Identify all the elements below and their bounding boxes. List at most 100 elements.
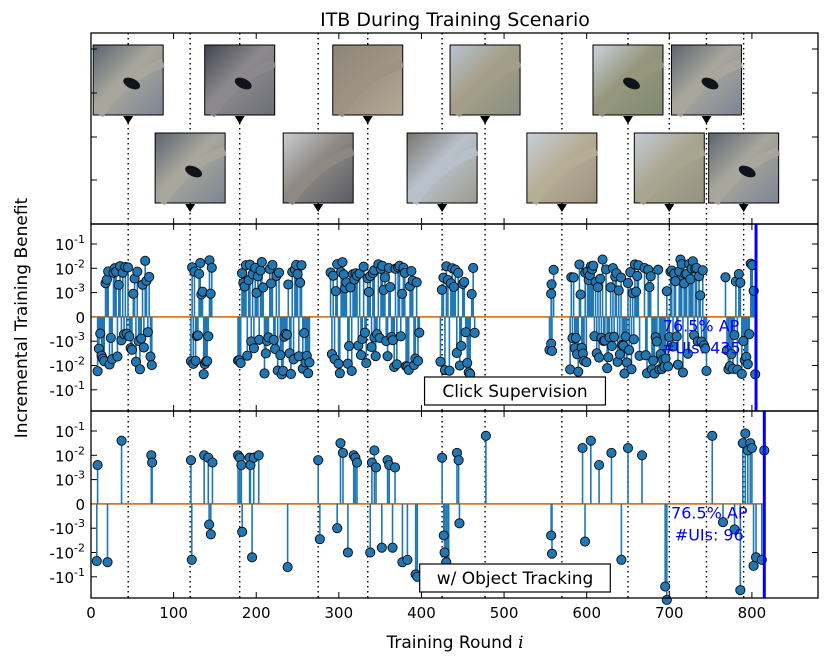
thumbnail-image: [526, 132, 599, 212]
data-point: [648, 355, 659, 366]
data-point: [546, 530, 557, 541]
data-point: [462, 357, 473, 368]
data-point: [242, 350, 253, 361]
data-point: [365, 547, 376, 558]
data-point: [134, 364, 145, 375]
thumbnail-image: [592, 44, 665, 124]
data-point: [632, 270, 643, 282]
data-point: [333, 358, 344, 369]
data-point: [95, 328, 106, 339]
x-tick-label: 200: [242, 604, 271, 622]
data-point: [736, 368, 747, 379]
data-point: [146, 360, 157, 371]
data-point: [459, 276, 470, 287]
data-point: [387, 335, 398, 346]
data-point: [613, 285, 624, 296]
thumbnail-image: [154, 132, 227, 212]
data-point: [602, 363, 613, 374]
y-tick-label: 10-1: [55, 420, 85, 441]
data-point: [389, 462, 401, 473]
data-point: [351, 457, 363, 468]
data-point: [192, 330, 203, 341]
data-point: [147, 457, 158, 468]
thumbnail-pointer: [123, 116, 134, 124]
panel-label-box: [419, 563, 611, 593]
data-point: [480, 430, 491, 441]
data-point: [204, 519, 215, 530]
data-point: [259, 368, 270, 379]
data-point: [332, 523, 343, 534]
data-point: [281, 329, 293, 340]
data-point: [395, 331, 406, 342]
data-point: [190, 355, 201, 366]
data-point: [91, 555, 102, 567]
data-point: [112, 351, 123, 362]
data-point: [622, 442, 634, 454]
data-point: [132, 266, 143, 277]
data-point: [122, 262, 134, 273]
data-point: [660, 581, 671, 592]
data-point: [144, 271, 155, 282]
data-point: [735, 585, 746, 596]
data-point: [701, 365, 712, 376]
data-point: [313, 455, 324, 466]
x-label-italic-i: i: [518, 633, 523, 653]
annotation-uis: #UIs: 96: [675, 525, 744, 544]
data-point: [258, 282, 269, 293]
data-point: [573, 366, 584, 377]
thumbnail-road: [636, 146, 706, 206]
thumbnail-pointer: [185, 204, 196, 212]
data-point: [546, 345, 558, 356]
data-point: [661, 286, 672, 297]
data-point: [466, 289, 477, 300]
data-point: [595, 273, 606, 284]
data-point: [579, 536, 591, 547]
data-point: [651, 336, 662, 347]
data-point: [624, 345, 635, 356]
data-point: [707, 430, 718, 441]
data-point: [370, 462, 382, 473]
data-point: [92, 459, 103, 471]
data-point: [738, 336, 749, 347]
data-point: [136, 333, 147, 344]
data-point: [185, 455, 197, 466]
data-point: [296, 260, 307, 271]
thumbnail-pointer: [664, 204, 675, 212]
data-point: [695, 290, 706, 301]
data-point: [387, 542, 398, 553]
data-point: [255, 265, 266, 276]
data-point: [194, 268, 205, 279]
thumbnail-pointer: [701, 116, 712, 124]
data-point: [116, 435, 127, 446]
data-point: [671, 331, 682, 342]
data-point: [207, 457, 218, 468]
data-point: [330, 286, 341, 297]
data-point: [206, 262, 217, 273]
thumbnail-car: [738, 165, 756, 178]
x-tick-label: 0: [86, 604, 96, 622]
data-point: [251, 287, 262, 298]
data-point: [631, 286, 642, 297]
data-point: [645, 271, 656, 282]
data-point: [361, 358, 372, 369]
data-point: [636, 450, 648, 461]
x-tick-label: 800: [738, 604, 767, 622]
data-point: [570, 332, 581, 344]
data-point: [700, 343, 711, 354]
data-point: [355, 349, 367, 361]
thumbnail-car: [123, 77, 141, 90]
data-point: [644, 282, 655, 293]
y-tick-label: -10-3: [50, 330, 85, 351]
data-point: [726, 349, 737, 360]
data-point: [346, 365, 357, 376]
y-tick-label: -10-2: [50, 355, 85, 376]
data-point: [275, 349, 286, 361]
data-point: [453, 267, 464, 279]
data-point: [202, 356, 213, 367]
thumbnail-road: [285, 146, 355, 206]
data-point: [267, 259, 278, 271]
data-point: [124, 331, 135, 342]
data-point: [345, 282, 356, 293]
data-point: [337, 447, 349, 458]
y-tick-label: 10-2: [55, 257, 85, 278]
